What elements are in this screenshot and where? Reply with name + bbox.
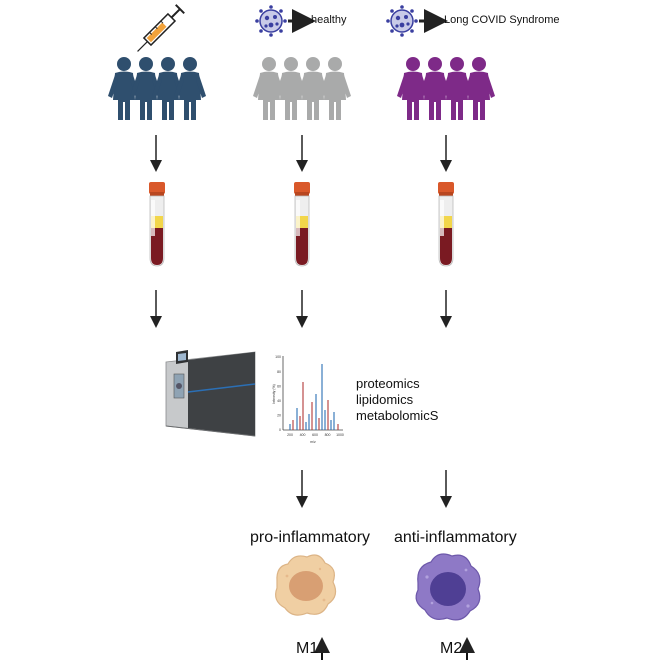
- omics-item: metabolomicS: [356, 408, 439, 423]
- mass-spectrometer-icon: [165, 350, 256, 437]
- m2-marker-label: M2: [440, 640, 463, 657]
- omics-item: lipidomics: [356, 392, 414, 407]
- healthy-label: healthy: [311, 14, 347, 26]
- people-group-vaccinated: [108, 57, 206, 120]
- omics-item: proteomics: [356, 376, 420, 391]
- m1-macrophage-icon: [275, 554, 337, 616]
- syringe-icon: [137, 4, 185, 52]
- spectrum-ytick: 40: [277, 399, 281, 403]
- spectrum-ytick: 100: [275, 355, 281, 359]
- spectrum-xtick: 800: [325, 433, 331, 437]
- spectrum-xlabel: m/z: [310, 440, 316, 444]
- spectrum-ytick: 20: [277, 414, 281, 418]
- omics-list: proteomics lipidomics metabolomicS: [356, 376, 438, 424]
- blood-tube-icon: [437, 181, 455, 267]
- blood-tube-icon: [293, 181, 311, 267]
- pro-inflammatory-label: pro-inflammatory: [250, 529, 371, 546]
- spectrum-ylabel: Intensity (%): [272, 384, 276, 403]
- spectrum-ytick: 60: [277, 384, 281, 388]
- person-icon: [463, 57, 495, 120]
- anti-inflammatory-label: anti-inflammatory: [394, 529, 517, 546]
- spectrum-xtick: 400: [300, 433, 306, 437]
- person-icon: [319, 57, 351, 120]
- m2-macrophage-icon: [415, 553, 481, 621]
- virus-icon: [254, 4, 288, 38]
- person-icon: [174, 57, 206, 120]
- blood-tube-icon: [148, 181, 166, 267]
- spectrum-xtick: 1000: [336, 433, 344, 437]
- spectrum-xtick: 600: [312, 433, 318, 437]
- spectrum-xtick: 200: [287, 433, 293, 437]
- long-covid-label: Long COVID Syndrome: [444, 14, 560, 26]
- spectrum-ytick: 80: [277, 370, 281, 374]
- virus-icon: [385, 4, 419, 38]
- people-group-healthy: [253, 57, 351, 120]
- m1-marker-label: M1: [296, 640, 319, 657]
- spectrum-ytick: 0: [279, 428, 281, 432]
- people-group-long-covid: [397, 57, 495, 120]
